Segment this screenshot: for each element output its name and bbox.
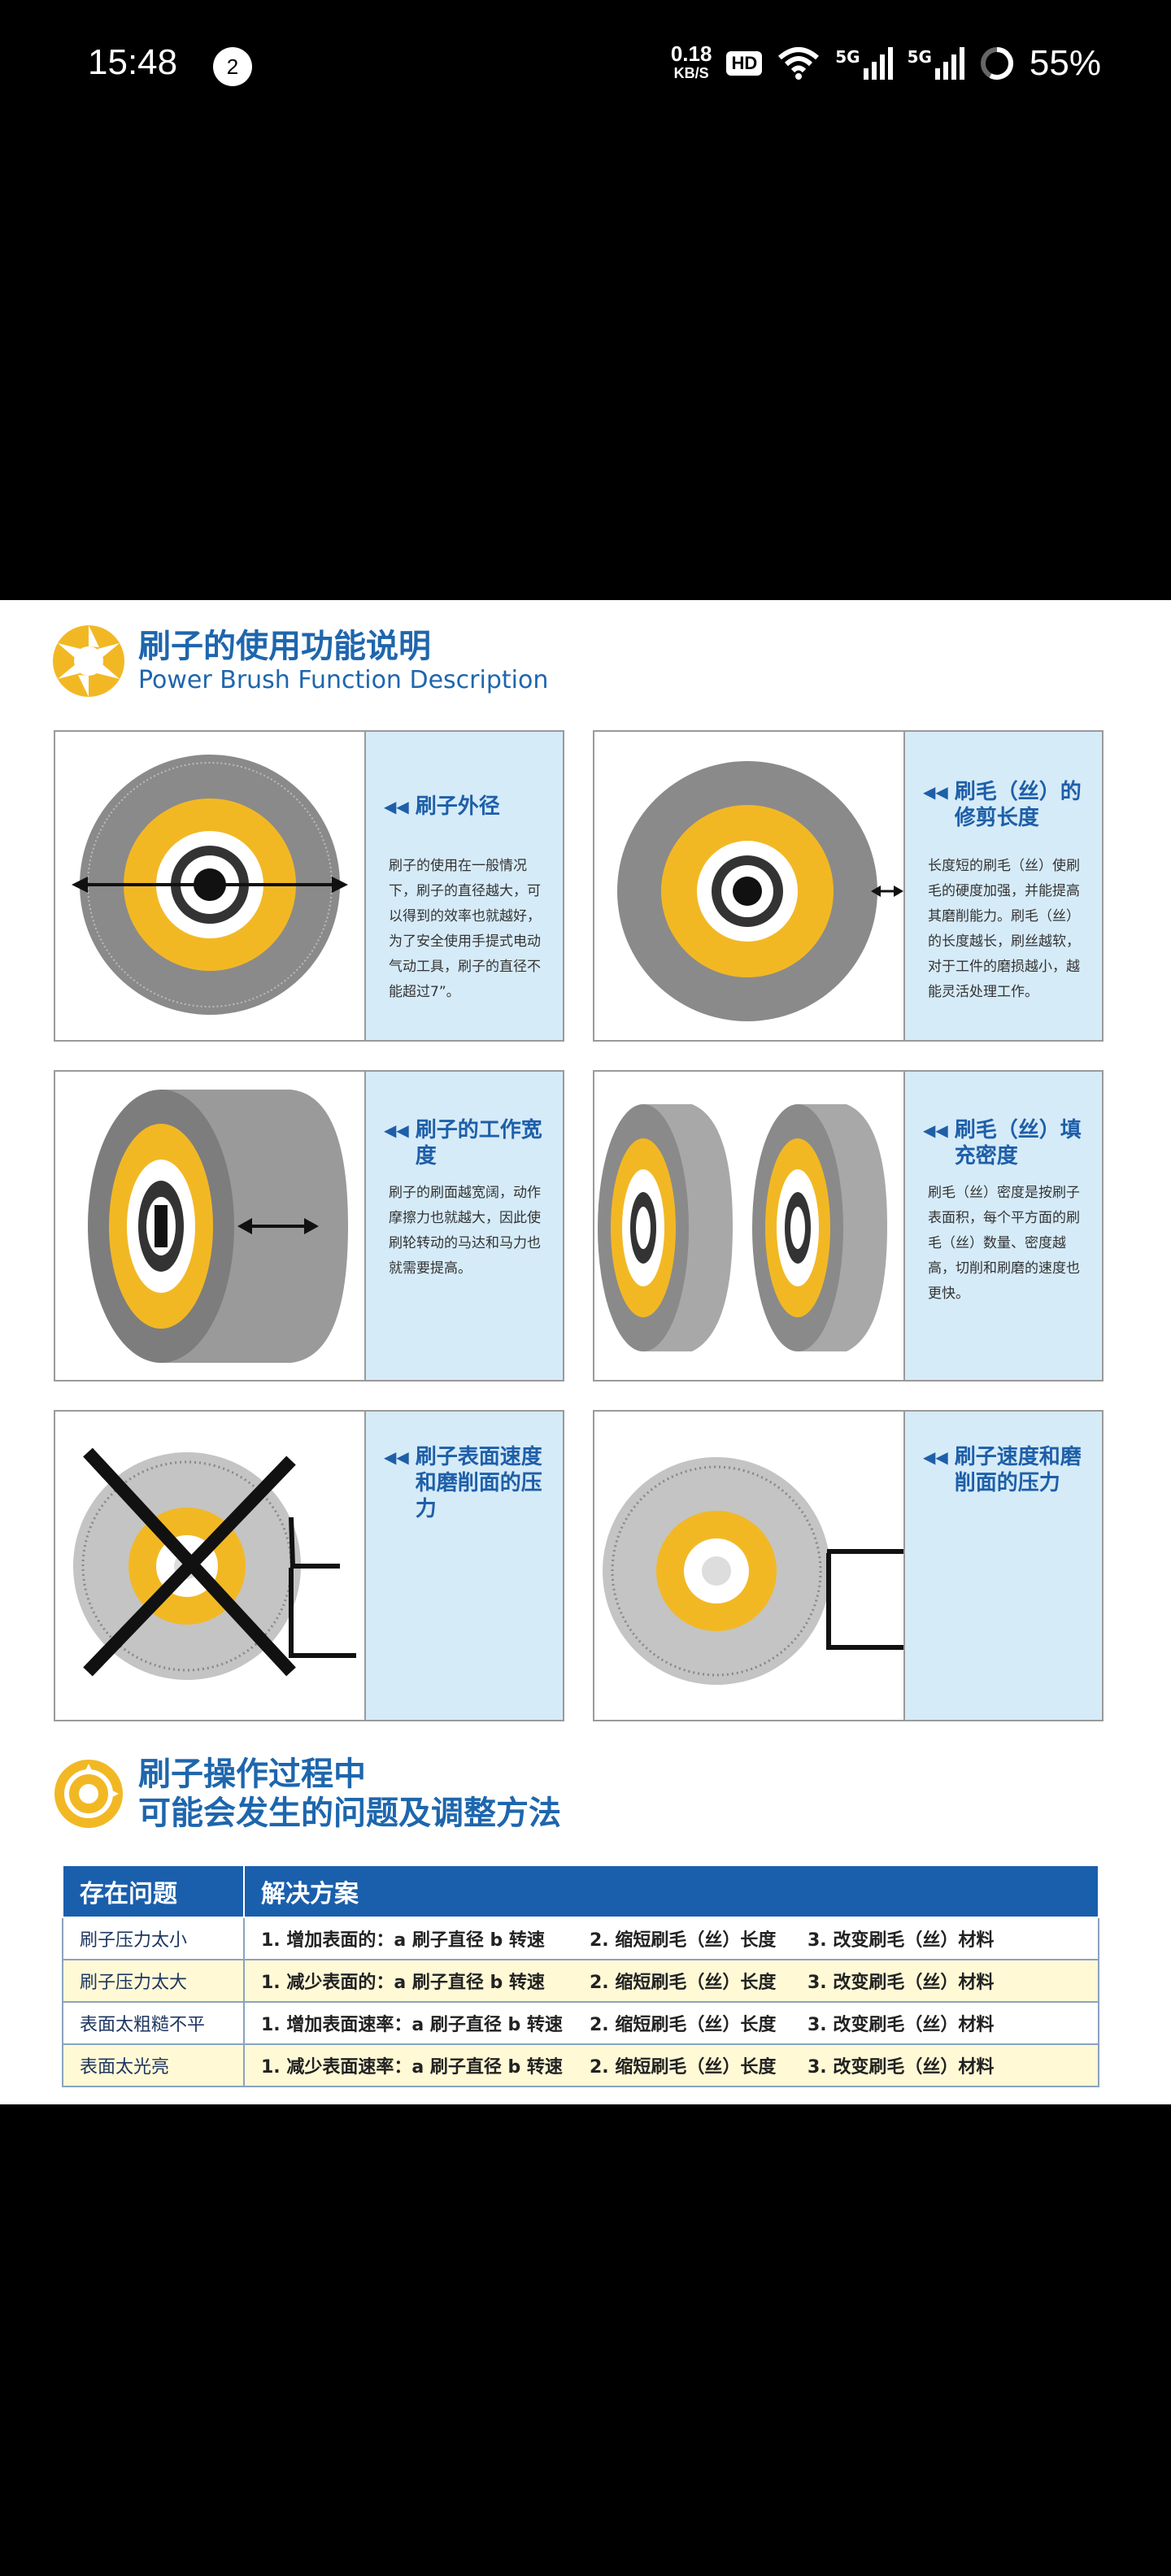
battery-ring-icon [980, 47, 1013, 80]
problem-cell: 表面太光亮 [62, 2043, 245, 2087]
panel-text: 刷毛（丝）密度是按刷子表面积，每个平方面的刷毛（丝）数量、密度越高，切削和刷磨的… [928, 1185, 1080, 1302]
panel-description: ◀◀ 刷毛（丝）填充密度 刷毛（丝）密度是按刷子表面积，每个平方面的刷毛（丝）数量… [905, 1072, 1102, 1380]
panel-title: ◀◀ 刷子的工作宽度 [384, 1117, 555, 1169]
solution-step-3: 3. 改变刷毛（丝）材料 [808, 2057, 995, 2078]
table-row: 刷子压力太大 1. 减少表面的：a 刷子直径 b 转速 2. 缩短刷毛（丝）长度 3… [62, 1959, 1099, 2003]
solution-cell: 1. 减少表面速率：a 刷子直径 b 转速 2. 缩短刷毛（丝）长度 3. 改变刷毛… [243, 2043, 1099, 2087]
section-subtitle: Power Brush Function Description [138, 666, 549, 694]
panel-surface-speed-pressure: ◀◀ 刷子表面速度和磨削面的压力 [54, 1410, 564, 1721]
solution-step-1: 1. 减少表面的：a 刷子直径 b 转速 [261, 1973, 545, 1993]
problem-cell: 表面太粗糙不平 [62, 2001, 245, 2045]
solution-step-2: 2. 缩短刷毛（丝）长度 [590, 1930, 777, 1951]
content-image[interactable]: 刷子的使用功能说明 Power Brush Function Descripti… [0, 600, 1171, 2104]
header-problem: 存在问题 [62, 1865, 245, 1918]
solution-cell: 1. 减少表面的：a 刷子直径 b 转速 2. 缩短刷毛（丝）长度 3. 改变刷毛（… [243, 1959, 1099, 2003]
panel-title: ◀◀ 刷子外径 [384, 794, 555, 820]
panel-title: ◀◀ 刷毛（丝）填充密度 [923, 1117, 1094, 1169]
hd-icon: HD [726, 51, 763, 76]
panel-description: ◀◀ 刷子速度和磨削面的压力 [905, 1412, 1102, 1720]
panel-description: ◀◀ 刷毛（丝）的修剪长度 长度短的刷毛（丝）使刷毛的硬度加强，并能提高其磨削能力… [905, 732, 1102, 1040]
signal-1: 5G [835, 47, 893, 80]
panel-trim-length: ◀◀ 刷毛（丝）的修剪长度 长度短的刷毛（丝）使刷毛的硬度加强，并能提高其磨削能力… [593, 730, 1104, 1042]
panel-description: ◀◀ 刷子的工作宽度 刷子的刷面越宽阔，动作摩擦力也就越大，因此使刷轮转动的马达和… [366, 1072, 563, 1380]
double-arrow-left-icon: ◀◀ [384, 797, 409, 816]
header-solution: 解决方案 [243, 1865, 1099, 1918]
net-speed-unit: KB/S [673, 65, 709, 81]
net-speed-value: 0.18 [670, 41, 712, 66]
section2-title-line2: 可能会发生的问题及调整方法 [138, 1795, 561, 1832]
signal-1-label: 5G [835, 47, 860, 67]
problems-table: 存在问题 解决方案 刷子压力太小 1. 增加表面的：a 刷子直径 b 转速 2. … [62, 1865, 1099, 2087]
solution-step-3: 3. 改变刷毛（丝）材料 [808, 1973, 995, 1993]
panel-title: ◀◀ 刷子速度和磨削面的压力 [923, 1444, 1094, 1496]
wifi-icon [778, 47, 820, 80]
panel-text: 刷子的刷面越宽阔，动作摩擦力也就越大，因此使刷轮转动的马达和马力也就需要提高。 [389, 1185, 541, 1277]
correct-pressure-illustration [594, 1412, 905, 1720]
solution-step-3: 3. 改变刷毛（丝）材料 [808, 2015, 995, 2035]
aperture-logo-icon [53, 625, 124, 697]
panel-title-text: 刷毛（丝）的修剪长度 [954, 780, 1082, 830]
trim-length-illustration [594, 732, 905, 1040]
battery-percent: 55% [1029, 43, 1101, 83]
signal-2-label: 5G [907, 47, 932, 67]
solution-step-1: 1. 减少表面速率：a 刷子直径 b 转速 [261, 2057, 563, 2078]
double-arrow-left-icon: ◀◀ [384, 1120, 409, 1140]
solution-cell: 1. 增加表面的：a 刷子直径 b 转速 2. 缩短刷毛（丝）长度 3. 改变刷毛（… [243, 1917, 1099, 1960]
solution-cell: 1. 增加表面速率：a 刷子直径 b 转速 2. 缩短刷毛（丝）长度 3. 改变刷毛… [243, 2001, 1099, 2045]
table-row: 刷子压力太小 1. 增加表面的：a 刷子直径 b 转速 2. 缩短刷毛（丝）长度 3… [62, 1917, 1099, 1960]
solution-step-1: 1. 增加表面的：a 刷子直径 b 转速 [261, 1930, 545, 1951]
signal-2: 5G [908, 47, 964, 80]
panel-text: 刷子的使用在一般情况下，刷子的直径越大，可以得到的效率也就越好，为了安全使用手提… [389, 858, 541, 1000]
gear-logo-icon [54, 1760, 123, 1828]
panel-title: ◀◀ 刷毛（丝）的修剪长度 [923, 779, 1094, 831]
solution-step-2: 2. 缩短刷毛（丝）长度 [590, 1973, 777, 1993]
notification-badge: 2 [213, 47, 252, 86]
wrong-pressure-illustration [55, 1412, 366, 1720]
panel-title: ◀◀ 刷子表面速度和磨削面的压力 [384, 1444, 555, 1522]
solution-step-1: 1. 增加表面速率：a 刷子直径 b 转速 [261, 2015, 563, 2035]
section-title: 刷子的使用功能说明 [138, 628, 431, 665]
problem-cell: 刷子压力太大 [62, 1959, 245, 2003]
solution-step-3: 3. 改变刷毛（丝）材料 [808, 1930, 995, 1951]
double-arrow-left-icon: ◀◀ [923, 782, 948, 802]
solution-step-2: 2. 缩短刷毛（丝）长度 [590, 2015, 777, 2035]
panel-working-width: ◀◀ 刷子的工作宽度 刷子的刷面越宽阔，动作摩擦力也就越大，因此使刷轮转动的马达和… [54, 1070, 564, 1382]
panel-title-text: 刷子速度和磨削面的压力 [954, 1445, 1082, 1495]
panel-title-text: 刷子表面速度和磨削面的压力 [415, 1445, 542, 1521]
double-arrow-left-icon: ◀◀ [923, 1447, 948, 1467]
panel-title-text: 刷毛（丝）填充密度 [954, 1118, 1082, 1168]
section2-title-line1: 刷子操作过程中 [138, 1756, 366, 1793]
working-width-illustration [55, 1072, 366, 1380]
table-row: 表面太光亮 1. 减少表面速率：a 刷子直径 b 转速 2. 缩短刷毛（丝）长度 3… [62, 2043, 1099, 2087]
table-row: 表面太粗糙不平 1. 增加表面速率：a 刷子直径 b 转速 2. 缩短刷毛（丝）长… [62, 2001, 1099, 2045]
panel-brush-diameter: ◀◀ 刷子外径 刷子的使用在一般情况下，刷子的直径越大，可以得到的效率也就越好，为… [54, 730, 564, 1042]
panel-fill-density: ◀◀ 刷毛（丝）填充密度 刷毛（丝）密度是按刷子表面积，每个平方面的刷毛（丝）数量… [593, 1070, 1104, 1382]
panel-title-text: 刷子的工作宽度 [415, 1118, 542, 1168]
signal-bars-icon [863, 47, 893, 80]
panel-description: ◀◀ 刷子表面速度和磨削面的压力 [366, 1412, 563, 1720]
table-header-row: 存在问题 解决方案 [62, 1865, 1099, 1918]
panel-description: ◀◀ 刷子外径 刷子的使用在一般情况下，刷子的直径越大，可以得到的效率也就越好，为… [366, 732, 563, 1040]
section-header-problems: 刷子操作过程中 可能会发生的问题及调整方法 [52, 1755, 561, 1833]
panel-text: 长度短的刷毛（丝）使刷毛的硬度加强，并能提高其磨削能力。刷毛（丝）的长度越长，刷… [928, 858, 1080, 1000]
panel-brush-speed-pressure: ◀◀ 刷子速度和磨削面的压力 [593, 1410, 1104, 1721]
status-time: 15:48 [88, 42, 178, 82]
signal-bars-icon [934, 47, 964, 80]
double-arrow-left-icon: ◀◀ [384, 1447, 409, 1467]
brush-diameter-illustration [55, 732, 366, 1040]
panel-title-text: 刷子外径 [415, 794, 500, 819]
double-arrow-left-icon: ◀◀ [923, 1120, 948, 1140]
fill-density-illustration [594, 1072, 905, 1380]
solution-step-2: 2. 缩短刷毛（丝）长度 [590, 2057, 777, 2078]
section-header-function: 刷子的使用功能说明 Power Brush Function Descripti… [50, 623, 548, 699]
problem-cell: 刷子压力太小 [62, 1917, 245, 1960]
